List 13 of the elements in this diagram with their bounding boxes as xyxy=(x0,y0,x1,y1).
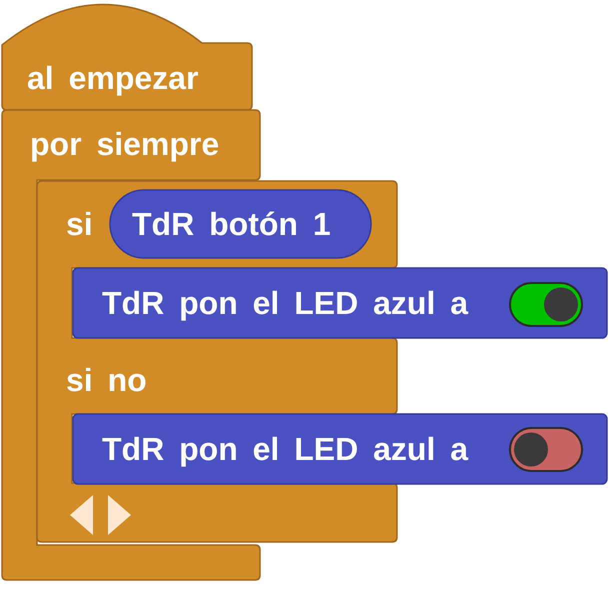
block-label: TdR pon el LED azul a xyxy=(102,287,468,319)
command-block xyxy=(73,268,607,338)
command-block xyxy=(73,414,607,484)
toggle-switch xyxy=(510,428,582,471)
toggle-switch xyxy=(510,283,582,326)
block-label: TdR pon el LED azul a xyxy=(102,433,468,465)
block-label: TdR botón 1 xyxy=(132,208,331,240)
hat-block xyxy=(2,5,252,110)
block-label: por siempre xyxy=(30,128,220,160)
block-label: al empezar xyxy=(27,62,198,94)
reporter-block xyxy=(110,190,371,258)
block-label: si xyxy=(66,208,93,240)
block-label: si no xyxy=(66,364,147,396)
